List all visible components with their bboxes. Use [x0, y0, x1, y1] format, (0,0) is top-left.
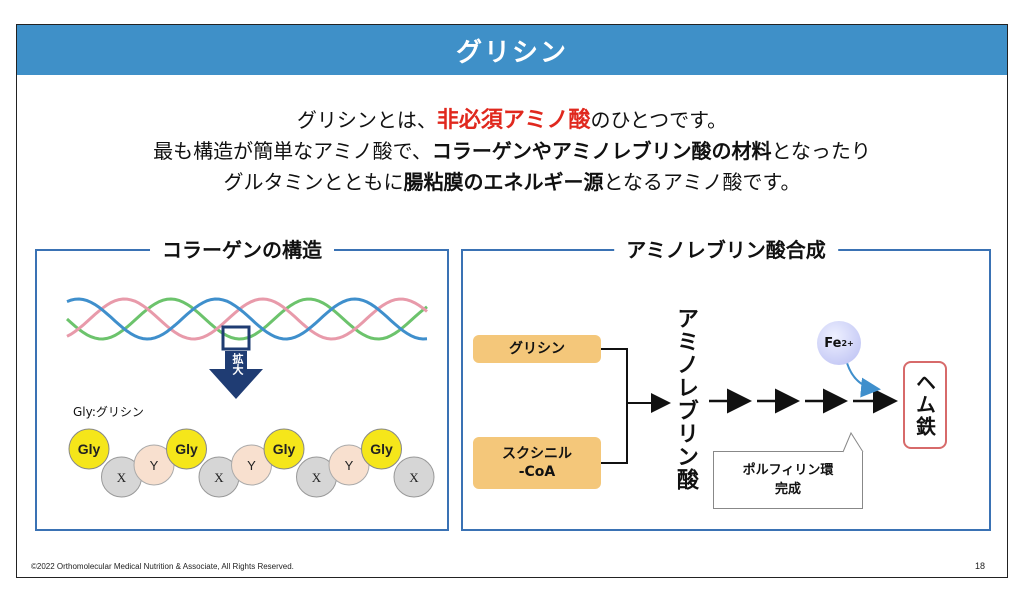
bead-gly-0	[68, 428, 110, 470]
intro-line3-post: となるアミノ酸です。	[603, 170, 801, 194]
bead-x-10	[393, 456, 435, 498]
zoom-arrow-icon	[209, 351, 263, 399]
bead-label-7: X	[312, 470, 322, 485]
bead-label-5: Y	[247, 458, 256, 473]
intro-line3-pre: グルタミンとともに	[223, 170, 404, 194]
ala-panel-title: アミノレブリン酸合成	[614, 237, 838, 263]
title-bar: グリシン	[17, 25, 1007, 75]
collagen-diagram: X Y X Y X Y X Gly Gly Gly Gly	[65, 297, 435, 498]
glycine-box: グリシン	[473, 335, 601, 363]
heme-iron-box: ヘム鉄	[903, 361, 947, 449]
bead-gly-9	[361, 428, 402, 470]
merge-connector	[601, 348, 628, 464]
succinyl-coa-line1: スクシニル	[502, 446, 572, 462]
callout-line1: ポルフィリン環	[742, 463, 834, 478]
bead-label-4: X	[214, 470, 224, 485]
fe-label: Fe	[824, 335, 842, 351]
slide-title: グリシン	[455, 37, 568, 68]
bead-chain: X Y X Y X Y X Gly Gly Gly Gly	[68, 428, 435, 498]
strand-blue	[66, 297, 428, 341]
collagen-panel-title: コラーゲンの構造	[150, 237, 334, 263]
intro-line-3: グルタミンとともに腸粘膜のエネルギー源となるアミノ酸です。	[17, 167, 1007, 198]
fe-arrow	[846, 362, 881, 398]
bead-gly-3	[166, 428, 207, 470]
fe-charge: 2+	[841, 338, 854, 348]
intro-line2-pre: 最も構造が簡単なアミノ酸で、	[153, 139, 432, 163]
bead-label-10: X	[409, 470, 419, 485]
collagen-panel: コラーゲンの構造 X Y X Y X Y X Gly Gly Gly Gly 拡大 Gly:グリシン	[35, 237, 449, 531]
intro-line1-emphasis: 非必須アミノ酸	[436, 108, 591, 133]
page-number: 18	[974, 561, 985, 571]
intro-line-2: 最も構造が簡単なアミノ酸で、コラーゲンやアミノレブリン酸の材料となったり	[17, 136, 1007, 167]
intro-line3-bold: 腸粘膜のエネルギー源	[403, 170, 604, 194]
intro-line2-post: となったり	[771, 139, 871, 163]
callout-line2: 完成	[774, 482, 801, 497]
succinyl-coa-box: スクシニル -CoA	[473, 437, 601, 489]
ala-flow-arrows	[601, 348, 898, 464]
zoom-frame	[221, 325, 251, 351]
slide: グリシン グリシンとは、非必須アミノ酸のひとつです。 最も構造が簡単なアミノ酸で…	[16, 24, 1008, 578]
succinyl-coa-line2: -CoA	[518, 464, 556, 480]
intro-line1-pre: グリシンとは、	[296, 108, 437, 132]
bead-label-8: Y	[345, 458, 354, 473]
zoom-label: 拡大	[231, 353, 244, 375]
bead-label-1: X	[117, 470, 127, 485]
bead-gly-6	[263, 428, 305, 470]
porphyrin-callout: ポルフィリン環完成	[713, 451, 863, 509]
ala-synthesis-panel: アミノレブリン酸合成 グリシン スクシニル -CoA アミノレブリン酸	[461, 237, 991, 531]
strand-pink	[66, 297, 428, 341]
bead-label-0: Gly	[78, 441, 101, 457]
bead-label-2: Y	[150, 458, 159, 473]
gly-legend: Gly:グリシン	[73, 405, 144, 419]
copyright: ©2022 Orthomolecular Medical Nutrition &…	[31, 562, 294, 571]
bead-label-6: Gly	[273, 441, 296, 457]
intro-text: グリシンとは、非必須アミノ酸のひとつです。 最も構造が簡単なアミノ酸で、コラーゲ…	[17, 105, 1007, 198]
ala-product-label: アミノレブリン酸	[673, 307, 698, 491]
intro-line-1: グリシンとは、非必須アミノ酸のひとつです。	[17, 105, 1007, 136]
strand-green	[65, 297, 428, 341]
intro-line1-post: のひとつです。	[590, 108, 728, 132]
bead-label-9: Gly	[370, 441, 393, 457]
intro-line2-bold: コラーゲンやアミノレブリン酸の材料	[431, 139, 772, 163]
bead-label-3: Gly	[175, 441, 198, 457]
callout-pointer	[842, 431, 864, 453]
